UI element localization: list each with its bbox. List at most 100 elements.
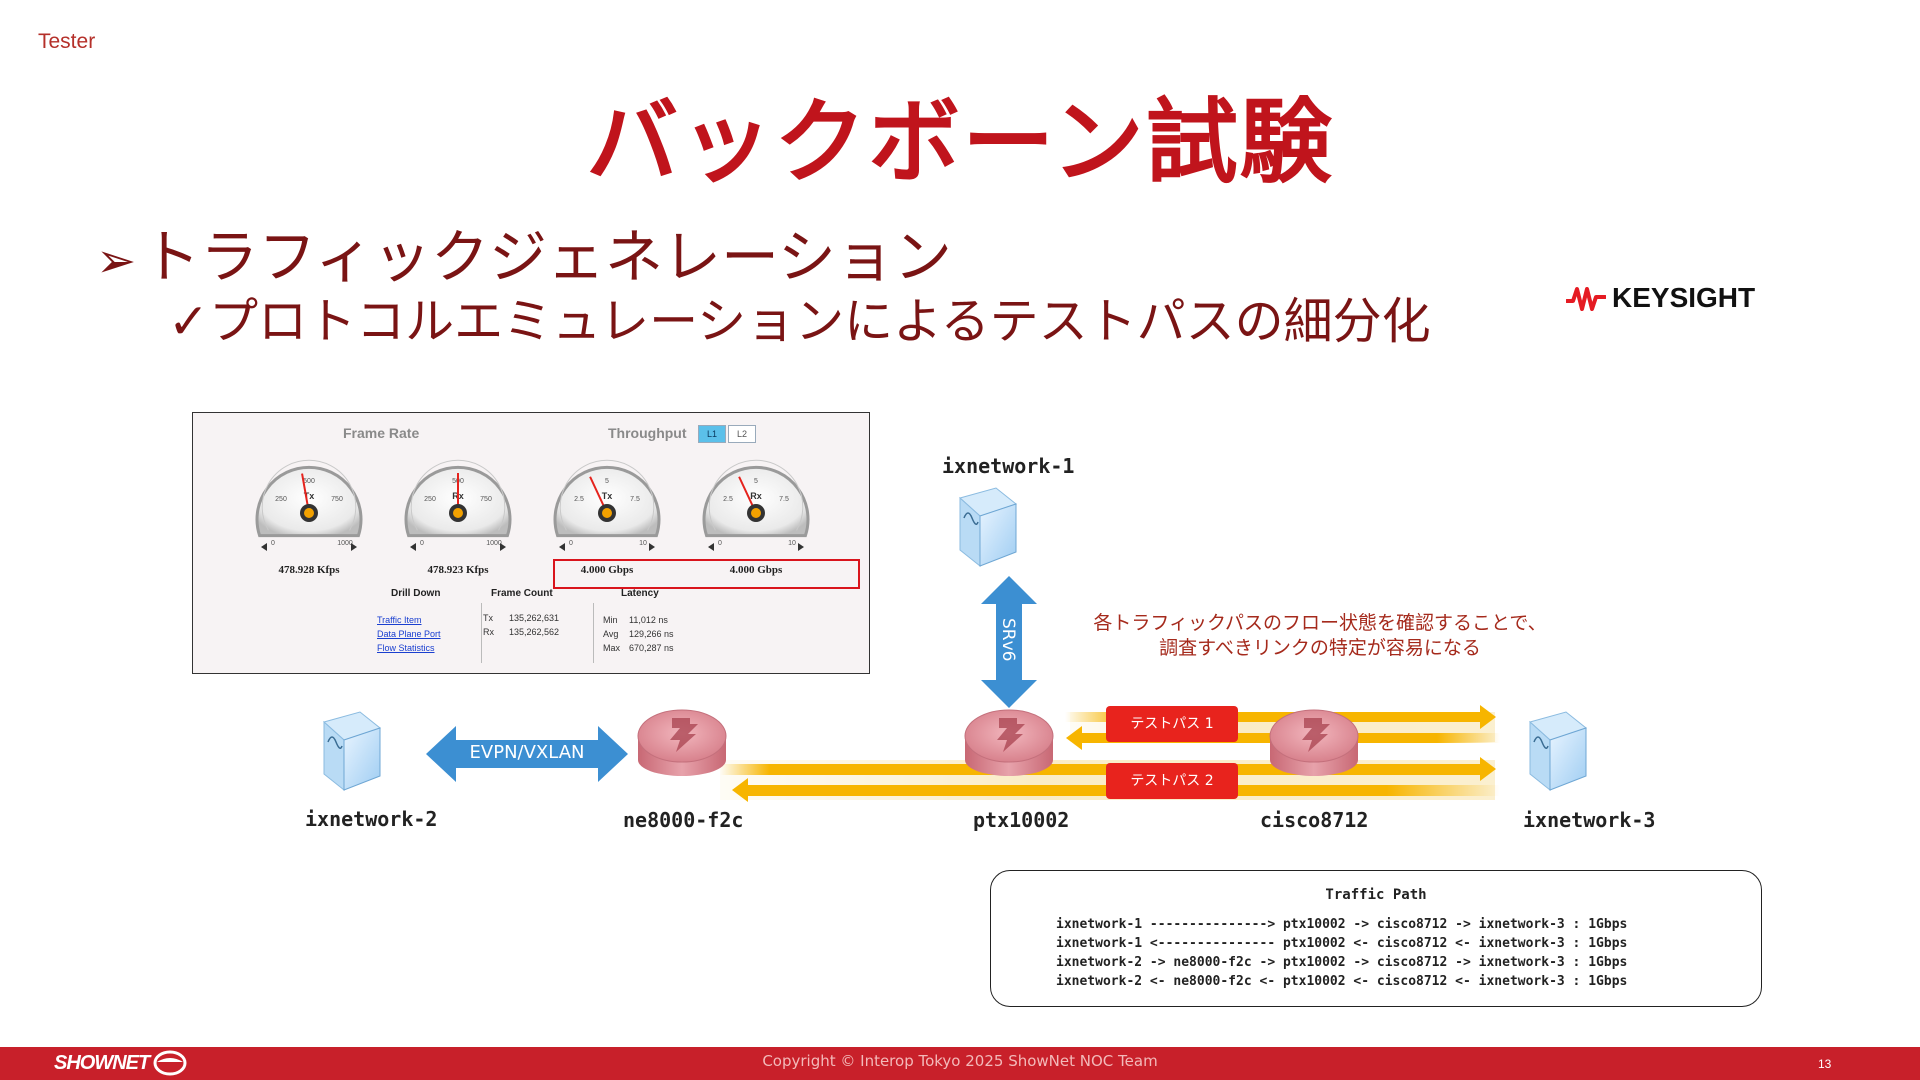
- layer1-button[interactable]: L1: [698, 425, 726, 443]
- gauge-face: [702, 465, 810, 538]
- throughput-highlight: [553, 559, 860, 589]
- latency-avg-key: Avg: [603, 629, 619, 639]
- traffic-path-title: Traffic Path: [1325, 887, 1427, 903]
- gauge-tick-label: 5: [754, 478, 758, 485]
- gauge-tick-label: 7.5: [779, 496, 789, 503]
- gauge-face: [553, 465, 661, 538]
- ne8000-label: ne8000-f2c: [623, 808, 744, 832]
- drill-down-title: Drill Down: [391, 588, 441, 599]
- gauge-max-marker: [649, 543, 655, 551]
- cube-front: [979, 503, 1017, 567]
- data-plane-port-link[interactable]: Data Plane Port: [377, 629, 441, 639]
- gauge-hub-center: [453, 508, 463, 518]
- shownet-logo-text: SHOWNET: [54, 1051, 150, 1074]
- router-arrows-icon: [997, 718, 1025, 752]
- ixnetwork-3-label: ixnetwork-3: [1523, 808, 1656, 832]
- page-title: バックボーン試験: [586, 89, 1334, 196]
- gauge-min-marker: [708, 543, 714, 551]
- gauge-inner-ring: [261, 459, 357, 531]
- gauge-label: Tx: [602, 491, 613, 501]
- evpn-vxlan-link-arrow: [426, 726, 628, 782]
- gauge-min-marker: [261, 543, 267, 551]
- bullet-main-text: トラフィックジェネレーション: [142, 223, 952, 291]
- gauge-tick-label: 500: [303, 478, 315, 485]
- cube-wave: [327, 736, 343, 749]
- page-number: 13: [1818, 1057, 1832, 1071]
- frame-rate-title: Frame Rate: [343, 425, 420, 441]
- cube-front: [1549, 727, 1587, 791]
- gauge-tick-label: 0: [271, 540, 275, 547]
- cisco8712-router-icon: [1269, 709, 1359, 776]
- shownet-logo: SHOWNET: [54, 1050, 187, 1076]
- gauge-tick-label: 5: [605, 478, 609, 485]
- traffic-path-box: Traffic Path ixnetwork-1 ---------------…: [990, 870, 1762, 1007]
- gauge-inner-ring: [708, 459, 804, 531]
- gauge-tick-label: 1000: [337, 540, 353, 547]
- gauge-tx-throughput-value: 4.000 Gbps: [580, 564, 634, 576]
- gauge-tick-label: 10: [788, 540, 796, 547]
- gauge-max-marker: [351, 543, 357, 551]
- traffic-path-line: ixnetwork-1 <--------------- ptx10002 <-…: [1056, 936, 1628, 951]
- test-path-1-label: テストパス 1: [1106, 706, 1238, 742]
- bullet-arrow-icon: ➢: [96, 233, 137, 289]
- flow-statistics-link[interactable]: Flow Statistics: [377, 643, 435, 653]
- ptx10002-router-icon: [964, 709, 1054, 776]
- keysight-logo: KEYSIGHT: [1566, 282, 1755, 314]
- gauge-tick-label: 0: [569, 540, 573, 547]
- check-icon: ✓: [168, 293, 210, 350]
- ixnetwork-1-label: ixnetwork-1: [942, 454, 1075, 478]
- gauge: 0 250 500 750 1000 Tx: [255, 459, 363, 551]
- cube-wave: [1533, 736, 1549, 749]
- latency-title: Latency: [621, 588, 659, 599]
- cisco8712-label: cisco8712: [1260, 808, 1369, 832]
- gauge: 0 2.5 5 7.5 10 Rx: [702, 459, 810, 551]
- diagram-note-line1: 各トラフィックパスのフロー状態を確認することで、: [1093, 612, 1547, 634]
- bullet-sub-text: プロトコルエミュレーションによるテストパスの細分化: [209, 293, 1431, 350]
- ixnetwork-3-icon: [1528, 711, 1588, 792]
- srv6-label: SRv6: [998, 618, 1018, 662]
- frame-count-tx-key: Tx: [483, 613, 493, 623]
- evpn-vxlan-label: EVPN/VXLAN: [469, 742, 585, 763]
- frame-count-title: Frame Count: [491, 588, 553, 599]
- gauge-min-marker: [410, 543, 416, 551]
- ixnetwork-2-icon: [322, 711, 382, 792]
- keysight-wave-icon: [1566, 287, 1606, 311]
- traffic-path-line: ixnetwork-1 ---------------> ptx10002 ->…: [1056, 917, 1628, 932]
- srv6-link-arrow: [981, 576, 1037, 708]
- gauge-tick-label: 250: [424, 496, 436, 503]
- gauge-face: [255, 465, 363, 538]
- gauge-label: Tx: [304, 491, 315, 501]
- gauge-rx-throughput-value: 4.000 Gbps: [729, 564, 783, 576]
- gauge-label: Rx: [750, 491, 762, 501]
- stats-divider: [481, 603, 482, 663]
- bullet-sub: ✓プロトコルエミュレーションによるテストパスの細分化: [168, 282, 1431, 353]
- keysight-logo-text: KEYSIGHT: [1612, 282, 1756, 313]
- gauge-tick-label: 0: [718, 540, 722, 547]
- traffic-path-line: ixnetwork-2 -> ne8000-f2c -> ptx10002 ->…: [1056, 955, 1628, 970]
- frame-count-rx-value: 135,262,562: [509, 627, 560, 637]
- gauge-max-marker: [798, 543, 804, 551]
- layer2-button[interactable]: L2: [728, 425, 756, 443]
- gauge-tick-label: 750: [480, 496, 492, 503]
- traffic-item-link[interactable]: Traffic Item: [377, 615, 422, 625]
- diagram-note: 各トラフィックパスのフロー状態を確認することで、 調査すべきリンクの特定が容易に…: [1040, 611, 1600, 661]
- gauge-tick-label: 1000: [486, 540, 502, 547]
- cube-front: [343, 727, 381, 791]
- gauge-tick-label: 750: [331, 496, 343, 503]
- gauge-tick-label: 2.5: [723, 496, 733, 503]
- gauge-tick-label: 250: [275, 496, 287, 503]
- gauge-tick-label: 2.5: [574, 496, 584, 503]
- latency-max-value: 670,287 ns: [629, 643, 674, 653]
- gauge-tick-label: 10: [639, 540, 647, 547]
- gauge-hub-center: [602, 508, 612, 518]
- bullet-main: ➢トラフィックジェネレーション: [96, 210, 952, 294]
- gauge-inner-ring: [410, 459, 506, 531]
- gauge-inner-ring: [559, 459, 655, 531]
- gauge-tick-label: 0: [420, 540, 424, 547]
- latency-max-key: Max: [603, 643, 621, 653]
- gauge-max-marker: [500, 543, 506, 551]
- frame-count-rx-key: Rx: [483, 627, 494, 637]
- gauge-tx-frame-value: 478.928 Kfps: [278, 564, 340, 576]
